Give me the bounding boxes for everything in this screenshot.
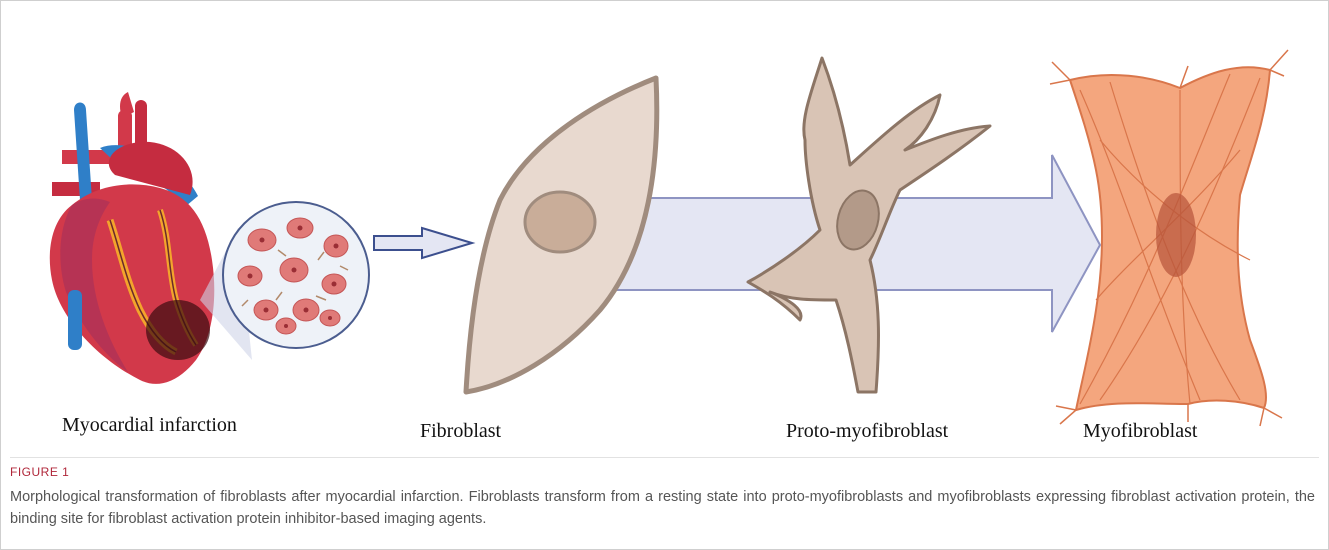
caption-divider: [10, 457, 1319, 458]
figure-caption: Morphological transformation of fibrobla…: [10, 486, 1315, 530]
figure-illustration: [0, 0, 1329, 470]
label-myofibroblast: Myofibroblast: [1083, 420, 1197, 443]
small-arrow: [374, 228, 472, 258]
figure-number: FIGURE 1: [10, 465, 69, 479]
heart-illustration: [50, 92, 215, 384]
tissue-zoom-circle: [223, 202, 369, 348]
fibroblast-cell: [466, 78, 657, 392]
label-proto-myofibroblast: Proto-myofibroblast: [786, 420, 948, 443]
label-myocardial-infarction: Myocardial infarction: [62, 414, 237, 437]
label-fibroblast: Fibroblast: [420, 420, 501, 443]
